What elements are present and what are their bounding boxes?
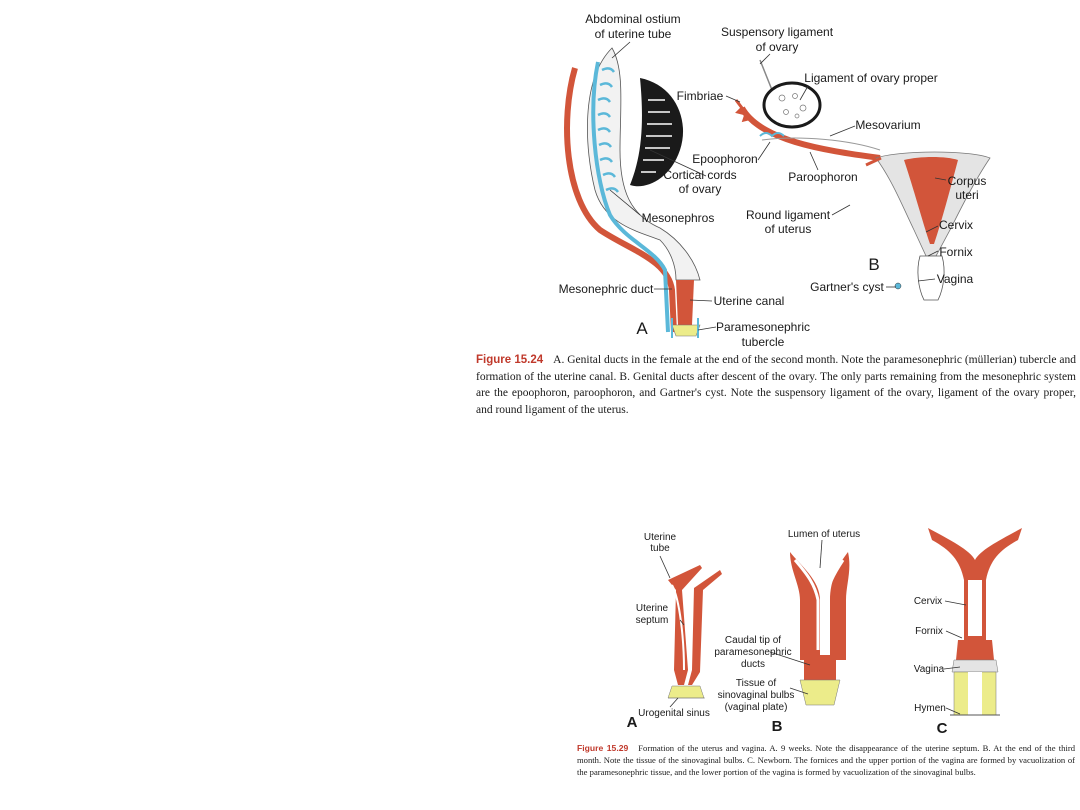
label-uterine-septum-2: septum [636, 615, 669, 626]
label-cortical-cords-1: Cortical cords [663, 168, 736, 182]
label-cervix-c: Cervix [914, 596, 942, 607]
label-cervix-b: Cervix [939, 218, 973, 232]
panel-b-letter-2: B [772, 718, 783, 735]
label-ligament-ovary-proper: Ligament of ovary proper [804, 71, 937, 85]
mesonephric-duct-red [564, 67, 677, 333]
label-fornix-b: Fornix [939, 245, 972, 259]
panel-c-letter-2: C [937, 720, 948, 737]
label-uterine-tube-1: Uterine [644, 532, 677, 543]
label-mesonephros: Mesonephros [642, 211, 715, 225]
panel-a-letter-2: A [627, 714, 638, 731]
ovary-b [762, 81, 822, 129]
figure-15-24-illustration: Abdominal ostium of uterine tube Suspens… [559, 12, 991, 349]
label-epoophoron: Epoophoron [692, 152, 757, 166]
label-vagina-c: Vagina [914, 664, 945, 675]
label-suspensory-ligament-1: Suspensory ligament [721, 25, 834, 39]
panel-b-letter: B [868, 255, 879, 274]
label-hymen: Hymen [914, 703, 946, 714]
paramesonephric-tubercle-a [671, 324, 701, 337]
label-caudal-tip-2: paramesonephric [714, 647, 791, 658]
label-abdominal-ostium-2: of uterine tube [595, 27, 672, 41]
label-vagina-b: Vagina [937, 272, 974, 286]
uterus-panel-c [928, 528, 1022, 716]
label-corpus-uteri-1: Corpus [948, 174, 987, 188]
figure-15-29-text: Formation of the uterus and vagina. A. 9… [577, 743, 1076, 778]
panel-a-letter: A [636, 319, 648, 338]
label-corpus-uteri-2: uteri [955, 188, 978, 202]
suspensory-ligament-b [759, 59, 773, 91]
vagina-b [917, 255, 945, 301]
gartners-cyst-b [894, 282, 902, 290]
label-uterine-septum-1: Uterine [636, 603, 669, 614]
label-tissue-2: sinovaginal bulbs [718, 690, 795, 701]
label-fimbriae: Fimbriae [677, 89, 724, 103]
label-round-ligament-2: of uterus [765, 222, 812, 236]
label-paramesonephric-2: tubercle [742, 335, 785, 349]
epoophoron-b [759, 132, 785, 138]
label-uterine-tube-2: tube [650, 543, 670, 554]
label-abdominal-ostium-1: Abdominal ostium [585, 12, 680, 26]
label-gartners-cyst: Gartner's cyst [810, 280, 884, 294]
uterus-panel-a [667, 565, 722, 699]
label-mesonephric-duct: Mesonephric duct [559, 282, 654, 296]
label-lumen-of-uterus: Lumen of uterus [788, 529, 860, 540]
uterus-panel-b [790, 552, 850, 706]
label-mesovarium: Mesovarium [855, 118, 920, 132]
mesonephric-tubules [597, 67, 620, 193]
label-cortical-cords-2: of ovary [679, 182, 722, 196]
label-uterine-canal: Uterine canal [714, 294, 785, 308]
ovary-follicles [778, 93, 807, 119]
figure-15-29-number: Figure 15.29 [577, 743, 629, 753]
label-paramesonephric-1: Paramesonephric [716, 320, 810, 334]
mesovarium-b [761, 137, 881, 151]
label-paroophoron: Paroophoron [788, 170, 857, 184]
label-round-ligament-1: Round ligament [746, 208, 831, 222]
label-caudal-tip-1: Caudal tip of [725, 635, 781, 646]
label-tissue-3: (vaginal plate) [725, 702, 788, 713]
label-fornix-c: Fornix [915, 626, 943, 637]
fimbriae-b [734, 99, 753, 123]
uterus-b-cavity [904, 157, 958, 244]
label-suspensory-ligament-2: of ovary [756, 40, 799, 54]
label-caudal-tip-3: ducts [741, 659, 765, 670]
cortical-cords [641, 99, 672, 173]
mesonephric-duct-blue [591, 61, 670, 333]
figure-15-24-number: Figure 15.24 [476, 354, 544, 366]
label-urogenital-sinus: Urogenital sinus [638, 708, 710, 719]
uterine-canal-a [676, 280, 694, 325]
label-tissue-1: Tissue of [736, 678, 776, 689]
figure-15-24-text: A. Genital ducts in the female at the en… [476, 354, 1076, 416]
